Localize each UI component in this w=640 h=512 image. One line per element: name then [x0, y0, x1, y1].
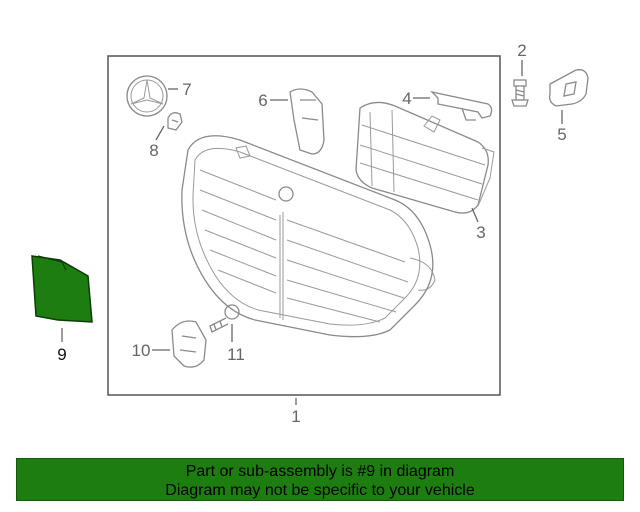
callout-4: 4 [402, 89, 411, 108]
banner-line-disclaimer: Diagram may not be specific to your vehi… [165, 482, 475, 499]
leader-3 [471, 207, 479, 223]
callout-5: 5 [557, 125, 566, 144]
callout-2: 2 [517, 41, 526, 60]
sensor-part-5 [548, 69, 589, 107]
screw-part-2 [511, 79, 529, 107]
callout-8: 8 [149, 141, 158, 160]
banner-line-part: Part or sub-assembly is #9 in diagram [185, 463, 455, 480]
bracket-part-10 [171, 320, 207, 368]
grille-insert [355, 101, 495, 214]
callout-11: 11 [227, 345, 245, 364]
callout-9: 9 [57, 345, 66, 364]
bracket-part-6 [289, 88, 325, 155]
emblem-part-7 [126, 75, 168, 117]
callout-1: 1 [291, 407, 300, 426]
callout-7: 7 [182, 80, 191, 99]
part-info-banner: Part or sub-assembly is #9 in diagram Di… [16, 458, 624, 501]
bracket-part-4 [429, 90, 493, 121]
grille-assembly [181, 135, 436, 338]
callout-6: 6 [258, 91, 267, 110]
callout-10: 10 [132, 341, 151, 360]
leader-8 [155, 125, 165, 141]
cover-part-9-tab [37, 255, 67, 271]
cover-part-9 [31, 255, 93, 323]
bolt-part-11 [209, 304, 240, 333]
clip-part-8 [167, 112, 183, 131]
assembly-frame [107, 55, 501, 396]
callout-3: 3 [476, 223, 485, 242]
